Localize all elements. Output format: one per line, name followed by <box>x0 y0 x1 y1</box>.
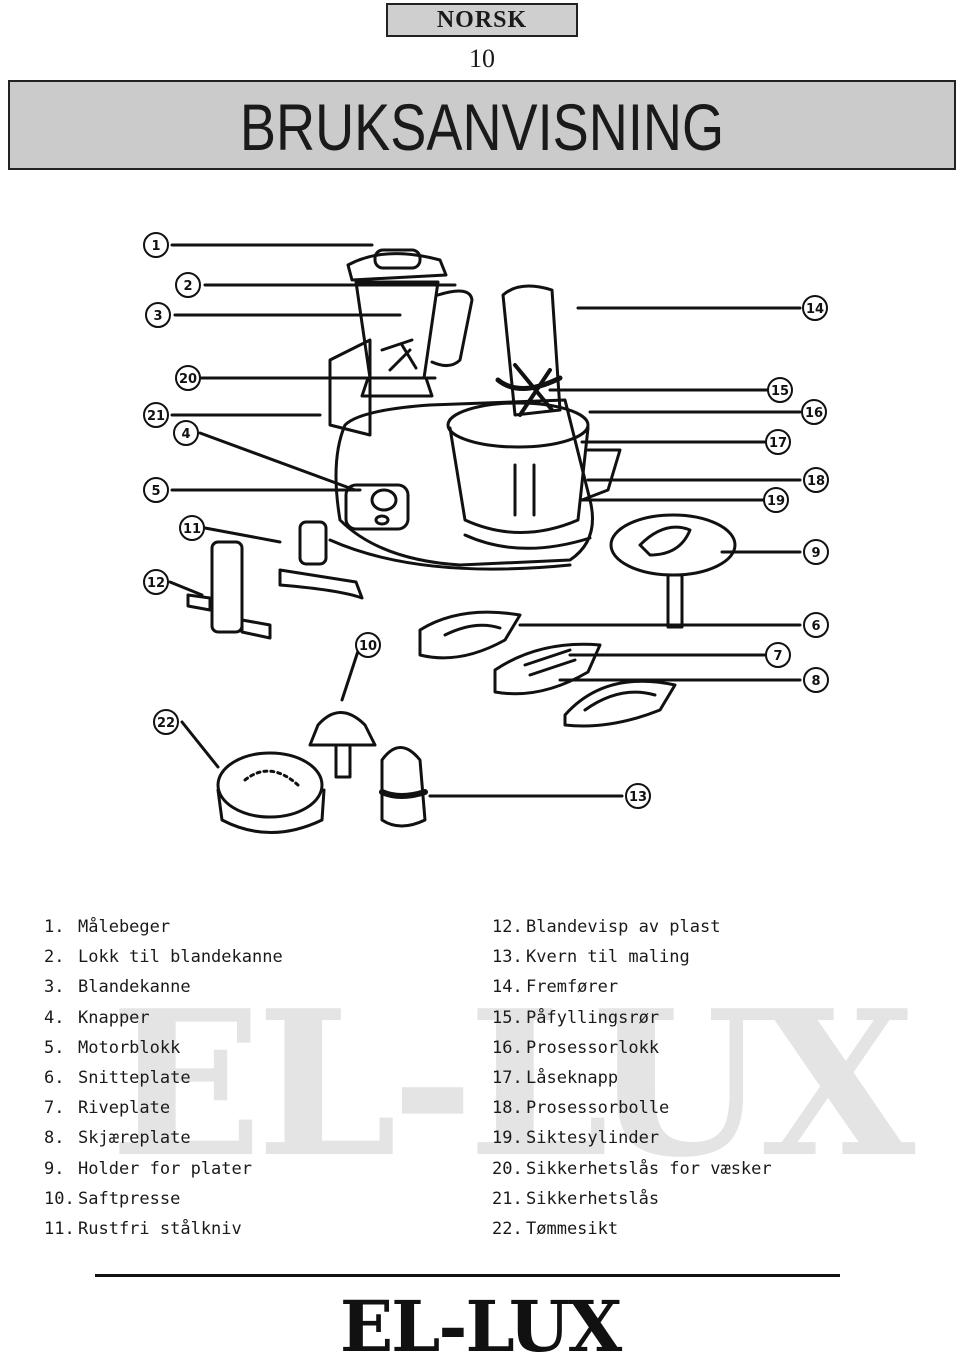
list-item: 6.Snitteplate <box>44 1068 191 1089</box>
callout-1: 1 <box>143 232 169 258</box>
svg-text:8: 8 <box>811 674 820 689</box>
callout-5: 5 <box>143 477 169 503</box>
svg-text:6: 6 <box>811 619 820 634</box>
svg-text:1: 1 <box>151 239 160 254</box>
page-title: BRUKSANVISNING <box>239 90 725 164</box>
callout-22: 22 <box>153 709 179 735</box>
food-processor-diagram: 1 2 3 20 21 4 5 11 12 10 22 13 14 15 16 … <box>143 232 829 834</box>
svg-text:7: 7 <box>773 649 782 664</box>
callout-11: 11 <box>179 515 205 541</box>
list-item: 22.Tømmesikt <box>492 1219 619 1240</box>
parts-list-right: 12.Blandevisp av plast 13.Kvern til mali… <box>492 912 772 1244</box>
callout-9: 9 <box>803 539 829 565</box>
svg-text:15: 15 <box>771 384 789 399</box>
svg-text:20: 20 <box>179 372 197 387</box>
list-item: 2.Lokk til blandekanne <box>44 947 283 968</box>
list-item: 21.Sikkerhetslås <box>492 1188 660 1209</box>
callout-16: 16 <box>801 399 827 425</box>
list-item: 1.Målebeger <box>44 917 171 937</box>
list-item: 12.Blandevisp av plast <box>492 917 721 937</box>
list-item: 7.Riveplate <box>44 1098 171 1119</box>
svg-text:16: 16 <box>805 406 823 421</box>
svg-text:13: 13 <box>629 790 647 805</box>
svg-text:22: 22 <box>157 716 175 731</box>
list-item: 11.Rustfri stålkniv <box>44 1219 242 1240</box>
list-item: 9.Holder for plater <box>44 1158 252 1179</box>
svg-text:14: 14 <box>806 302 824 317</box>
list-item: 5.Motorblokk <box>44 1037 181 1058</box>
brand-watermark: EL-LUX <box>110 967 915 1202</box>
svg-text:4: 4 <box>181 427 190 442</box>
callout-21: 21 <box>143 402 169 428</box>
callout-17: 17 <box>765 429 791 455</box>
callout-14: 14 <box>802 295 828 321</box>
list-item: 10.Saftpresse <box>44 1188 181 1209</box>
list-item: 13.Kvern til maling <box>492 947 690 968</box>
svg-text:17: 17 <box>769 436 787 451</box>
list-item: 4.Knapper <box>44 1007 150 1028</box>
callout-2: 2 <box>175 272 201 298</box>
title-banner: BRUKSANVISNING <box>8 80 956 170</box>
callout-18: 18 <box>803 467 829 493</box>
callout-12: 12 <box>143 569 169 595</box>
svg-text:9: 9 <box>811 546 820 561</box>
list-item: 16.Prosessorlokk <box>492 1037 660 1058</box>
callout-13: 13 <box>625 783 651 809</box>
svg-text:5: 5 <box>151 484 160 499</box>
callout-4: 4 <box>173 420 199 446</box>
list-item: 18.Prosessorbolle <box>492 1098 670 1119</box>
svg-text:21: 21 <box>147 409 165 424</box>
callout-19: 19 <box>763 487 789 513</box>
callout-15: 15 <box>767 377 793 403</box>
list-item: 3.Blandekanne <box>44 977 191 998</box>
callout-8: 8 <box>803 667 829 693</box>
svg-text:3: 3 <box>153 309 162 324</box>
svg-text:12: 12 <box>147 576 165 591</box>
list-item: 8.Skjæreplate <box>44 1128 191 1149</box>
footer-logo: EL-LUX <box>339 1285 622 1368</box>
list-item: 17.Låseknapp <box>492 1068 619 1089</box>
callout-3: 3 <box>145 302 171 328</box>
svg-text:11: 11 <box>183 522 201 537</box>
callout-10: 10 <box>355 632 381 658</box>
list-item: 20.Sikkerhetslås for væsker <box>492 1158 772 1179</box>
parts-list-left: 1.Målebeger 2.Lokk til blandekanne 3.Bla… <box>44 912 283 1244</box>
list-item: 19.Siktesylinder <box>492 1128 660 1149</box>
svg-text:2: 2 <box>183 279 192 294</box>
callout-20: 20 <box>175 365 201 391</box>
page-number: 10 <box>469 44 495 73</box>
svg-text:19: 19 <box>767 494 785 509</box>
list-item: 15.Påfyllingsrør <box>492 1007 660 1028</box>
language-tab: NORSK <box>386 3 578 37</box>
callout-6: 6 <box>803 612 829 638</box>
list-item: 14.Fremfører <box>492 977 619 998</box>
svg-text:10: 10 <box>359 639 377 654</box>
svg-text:18: 18 <box>807 474 825 489</box>
callout-7: 7 <box>765 642 791 668</box>
footer-divider <box>95 1274 840 1277</box>
